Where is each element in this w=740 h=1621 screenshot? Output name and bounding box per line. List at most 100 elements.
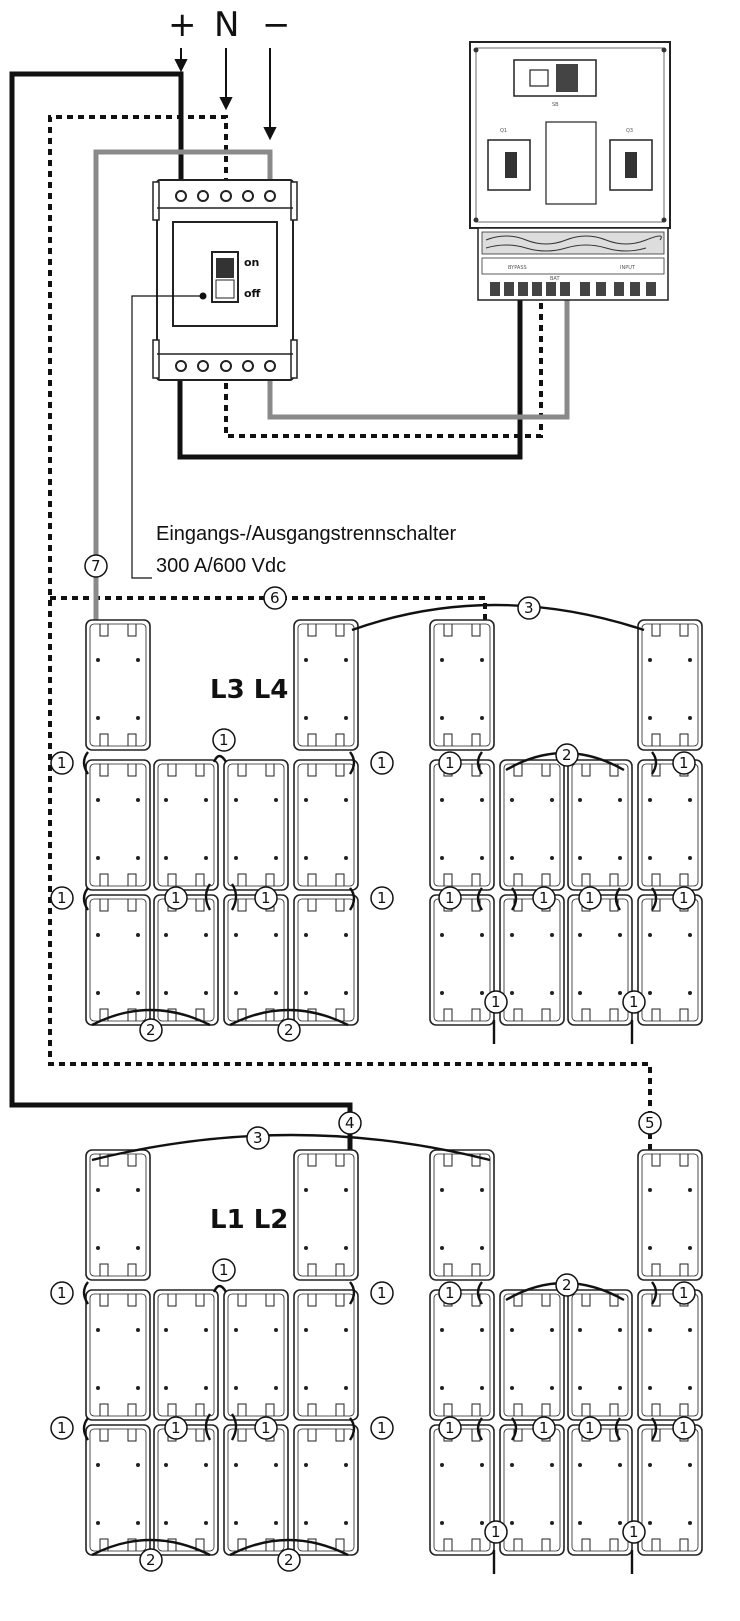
callout-1: 1 — [438, 751, 462, 775]
callout-1: 1 — [212, 728, 236, 752]
svg-text:1: 1 — [491, 993, 501, 1011]
svg-text:1: 1 — [585, 889, 595, 907]
callout-6: 6 — [263, 586, 287, 610]
callout-1: 1 — [438, 1416, 462, 1440]
callout-1: 1 — [370, 1416, 394, 1440]
callout-1: 1 — [672, 1416, 696, 1440]
switch-off-label: off — [244, 287, 261, 300]
callout-4: 4 — [338, 1111, 362, 1135]
svg-text:BAT: BAT — [550, 276, 560, 282]
svg-text:1: 1 — [539, 1419, 549, 1437]
svg-text:3: 3 — [253, 1129, 263, 1147]
svg-text:1: 1 — [679, 1419, 689, 1437]
callout-1: 1 — [50, 751, 74, 775]
svg-text:SB: SB — [552, 102, 559, 108]
wire-negative-grey — [93, 149, 570, 630]
svg-text:1: 1 — [445, 754, 455, 772]
battery-bank-upper: L3 L4 — [82, 603, 703, 1044]
svg-text:1: 1 — [219, 731, 229, 749]
svg-text:1: 1 — [261, 889, 271, 907]
svg-text:INPUT: INPUT — [620, 265, 636, 271]
callout-1: 1 — [578, 1416, 602, 1440]
svg-text:1: 1 — [445, 889, 455, 907]
terminal-labels: + N − — [168, 5, 291, 141]
callout-1: 1 — [484, 990, 508, 1014]
svg-text:2: 2 — [146, 1551, 156, 1569]
callout-1: 1 — [622, 1520, 646, 1544]
svg-text:1: 1 — [377, 889, 387, 907]
callout-1: 1 — [164, 886, 188, 910]
callout-1: 1 — [50, 1416, 74, 1440]
svg-text:1: 1 — [57, 1284, 67, 1302]
svg-text:1: 1 — [629, 993, 639, 1011]
callout-1: 1 — [254, 886, 278, 910]
callout-2: 2 — [139, 1018, 163, 1042]
callout-1: 1 — [484, 1520, 508, 1544]
svg-text:1: 1 — [219, 1261, 229, 1279]
callouts: 7 6 3 1 1 1 2 1 1 1 1 1 1 1 1 1 1 1 1 2 … — [50, 554, 696, 1572]
callout-1: 1 — [438, 886, 462, 910]
callout-1: 1 — [164, 1416, 188, 1440]
switch-description-line1: Eingangs-/Ausgangstrennschalter — [156, 523, 457, 545]
callout-1: 1 — [672, 886, 696, 910]
switch-description-line2: 300 A/600 Vdc — [156, 555, 286, 577]
callout-7: 7 — [84, 554, 108, 578]
callout-2: 2 — [277, 1018, 301, 1042]
svg-text:1: 1 — [171, 1419, 181, 1437]
svg-text:2: 2 — [284, 1021, 294, 1039]
callout-2: 2 — [555, 743, 579, 767]
callout-1: 1 — [254, 1416, 278, 1440]
callout-1: 1 — [622, 990, 646, 1014]
callout-1: 1 — [50, 1281, 74, 1305]
svg-text:2: 2 — [146, 1021, 156, 1039]
callout-2: 2 — [139, 1548, 163, 1572]
callout-1: 1 — [370, 1281, 394, 1305]
callout-2: 2 — [555, 1273, 579, 1297]
callout-1: 1 — [672, 1281, 696, 1305]
svg-text:3: 3 — [524, 599, 534, 617]
callout-1: 1 — [370, 886, 394, 910]
callout-3: 3 — [246, 1126, 270, 1150]
svg-text:BYPASS: BYPASS — [508, 265, 527, 271]
callout-3: 3 — [517, 596, 541, 620]
callout-2: 2 — [277, 1548, 301, 1572]
callout-1: 1 — [438, 1281, 462, 1305]
svg-text:1: 1 — [679, 1284, 689, 1302]
callout-1: 1 — [672, 751, 696, 775]
svg-text:Q1: Q1 — [500, 128, 507, 134]
svg-text:1: 1 — [57, 889, 67, 907]
svg-text:2: 2 — [284, 1551, 294, 1569]
svg-text:1: 1 — [629, 1523, 639, 1541]
minus-terminal-label: − — [262, 5, 291, 45]
disconnect-switch[interactable]: on off — [152, 179, 298, 381]
callout-1: 1 — [212, 1258, 236, 1282]
callout-1: 1 — [532, 1416, 556, 1440]
svg-text:1: 1 — [585, 1419, 595, 1437]
svg-text:1: 1 — [539, 889, 549, 907]
svg-text:1: 1 — [57, 1419, 67, 1437]
svg-text:1: 1 — [377, 1419, 387, 1437]
bank-label-upper: L3 L4 — [210, 675, 288, 705]
svg-text:1: 1 — [261, 1419, 271, 1437]
bank-label-lower: L1 L2 — [210, 1205, 288, 1235]
svg-text:Q3: Q3 — [626, 128, 633, 134]
neutral-terminal-label: N — [214, 5, 239, 45]
switch-on-label: on — [244, 256, 259, 269]
svg-text:4: 4 — [345, 1114, 355, 1132]
svg-text:2: 2 — [562, 1276, 572, 1294]
svg-text:1: 1 — [491, 1523, 501, 1541]
svg-text:5: 5 — [645, 1114, 655, 1132]
svg-text:1: 1 — [377, 754, 387, 772]
callout-1: 1 — [50, 886, 74, 910]
svg-text:6: 6 — [270, 589, 280, 607]
svg-text:1: 1 — [171, 889, 181, 907]
svg-text:1: 1 — [679, 754, 689, 772]
svg-text:1: 1 — [679, 889, 689, 907]
callout-1: 1 — [578, 886, 602, 910]
battery-bank-lower: L1 L2 — [82, 1133, 703, 1574]
svg-text:1: 1 — [445, 1284, 455, 1302]
svg-text:1: 1 — [57, 754, 67, 772]
svg-text:1: 1 — [445, 1419, 455, 1437]
callout-1: 1 — [532, 886, 556, 910]
